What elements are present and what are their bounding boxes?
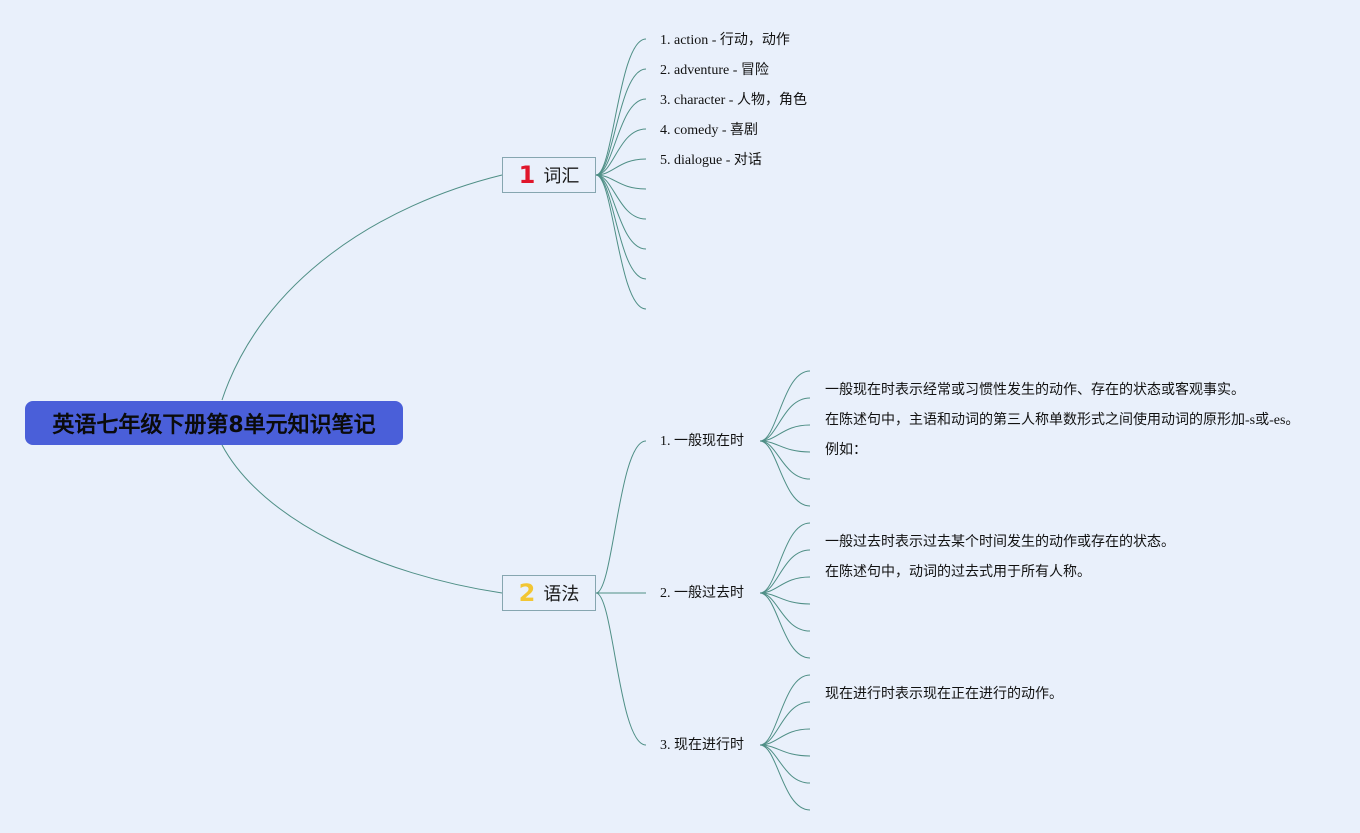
connector-grammar-topic	[595, 440, 647, 594]
present-simple-note[interactable]: 一般现在时表示经常或习惯性发生的动作、存在的状态或客观事实。	[825, 383, 1245, 398]
connector-topic-leaf	[759, 744, 811, 784]
connector-topic-leaf	[759, 701, 811, 746]
present-simple-note[interactable]: 例如：	[825, 443, 867, 458]
connector-topic-leaf	[759, 674, 811, 746]
connector-vocab-leaf	[595, 128, 647, 176]
connector-grammar-topic	[595, 592, 647, 746]
connector-topic-leaf	[759, 370, 811, 442]
vocab-item[interactable]: 4. comedy - 喜剧	[660, 123, 758, 138]
connector-vocab-leaf	[595, 174, 647, 220]
branch-vocabulary[interactable]: 1 词汇	[502, 157, 596, 193]
grammar-topic-past-simple[interactable]: 2. 一般过去时	[660, 586, 744, 601]
connector-vocab-leaf	[595, 158, 647, 176]
grammar-topic-present-simple[interactable]: 1. 一般现在时	[660, 434, 744, 449]
present-simple-note[interactable]: 在陈述句中，主语和动词的第三人称单数形式之间使用动词的原形加-s或-es。	[825, 413, 1300, 428]
grammar-topic-present-continuous[interactable]: 3. 现在进行时	[660, 738, 744, 753]
connector-topic-leaf	[759, 744, 811, 811]
connector-topic-leaf	[759, 592, 811, 632]
connector-topic-leaf	[759, 522, 811, 594]
root-topic[interactable]: 英语七年级下册第8单元知识笔记	[25, 401, 403, 445]
number-two-icon: 2	[518, 579, 536, 607]
present-continuous-note[interactable]: 现在进行时表示现在正在进行的动作。	[825, 687, 1063, 702]
branch-grammar[interactable]: 2 语法	[502, 575, 596, 611]
connector-vocab-leaf	[595, 174, 647, 250]
connector-vocab-leaf	[595, 174, 647, 280]
connector-vocab-leaf	[595, 98, 647, 176]
branch-vocabulary-label: 词汇	[543, 166, 580, 187]
branch-grammar-label: 语法	[543, 584, 580, 605]
connector-topic-leaf	[759, 440, 811, 507]
connector-topic-leaf	[759, 549, 811, 594]
past-simple-note[interactable]: 在陈述句中，动词的过去式用于所有人称。	[825, 565, 1091, 580]
connector-root-vocabulary	[221, 174, 503, 401]
connector-vocab-leaf	[595, 38, 647, 176]
connector-topic-leaf	[759, 576, 811, 594]
connector-topic-leaf	[759, 728, 811, 746]
vocab-item[interactable]: 1. action - 行动，动作	[660, 33, 790, 48]
vocab-item[interactable]: 5. dialogue - 对话	[660, 153, 762, 168]
vocab-item[interactable]: 2. adventure - 冒险	[660, 63, 769, 78]
connector-vocab-leaf	[595, 68, 647, 176]
vocab-item[interactable]: 3. character - 人物，角色	[660, 93, 807, 108]
connector-topic-leaf	[759, 397, 811, 442]
connector-vocab-leaf	[595, 174, 647, 310]
number-one-icon: 1	[518, 161, 536, 189]
connector-topic-leaf	[759, 424, 811, 442]
connector-topic-leaf	[759, 592, 811, 605]
connector-topic-leaf	[759, 592, 811, 659]
root-title: 英语七年级下册第8单元知识笔记	[52, 413, 376, 438]
past-simple-note[interactable]: 一般过去时表示过去某个时间发生的动作或存在的状态。	[825, 535, 1175, 550]
connector-root-grammar	[221, 444, 503, 594]
connector-topic-leaf	[759, 440, 811, 480]
connector-topic-leaf	[759, 440, 811, 453]
connector-topic-leaf	[759, 744, 811, 757]
